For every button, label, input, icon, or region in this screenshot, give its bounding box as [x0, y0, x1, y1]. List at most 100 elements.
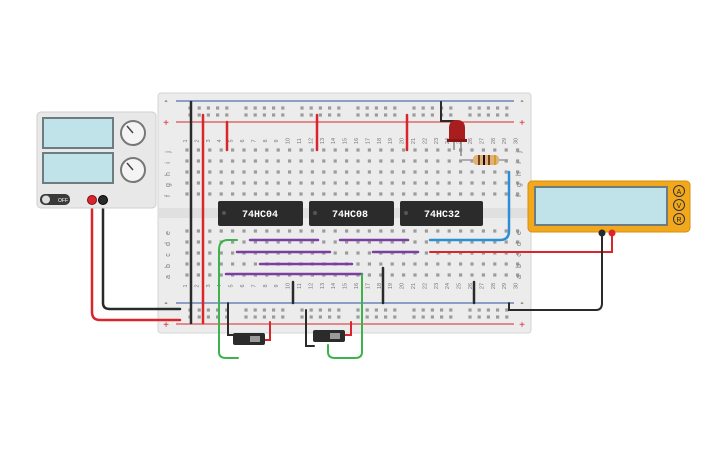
terminal-hole[interactable] — [459, 273, 463, 277]
rail-hole[interactable] — [253, 113, 257, 117]
terminal-hole[interactable] — [231, 148, 235, 152]
terminal-hole[interactable] — [493, 170, 497, 174]
terminal-hole[interactable] — [390, 273, 394, 277]
terminal-hole[interactable] — [242, 181, 246, 185]
rail-hole[interactable] — [486, 315, 490, 319]
terminal-hole[interactable] — [493, 273, 497, 277]
terminal-hole[interactable] — [481, 229, 485, 233]
rail-hole[interactable] — [421, 308, 425, 312]
terminal-hole[interactable] — [299, 148, 303, 152]
rail-hole[interactable] — [412, 113, 416, 117]
terminal-hole[interactable] — [447, 273, 451, 277]
rail-hole[interactable] — [486, 106, 490, 110]
terminal-hole[interactable] — [196, 273, 200, 277]
terminal-hole[interactable] — [345, 148, 349, 152]
terminal-hole[interactable] — [424, 273, 428, 277]
terminal-hole[interactable] — [208, 159, 212, 163]
terminal-hole[interactable] — [231, 159, 235, 163]
rail-hole[interactable] — [496, 315, 500, 319]
terminal-hole[interactable] — [322, 240, 326, 244]
rail-hole[interactable] — [477, 308, 481, 312]
terminal-hole[interactable] — [333, 170, 337, 174]
terminal-hole[interactable] — [390, 262, 394, 266]
terminal-hole[interactable] — [390, 192, 394, 196]
terminal-hole[interactable] — [196, 240, 200, 244]
terminal-hole[interactable] — [288, 192, 292, 196]
slide-switch-1[interactable] — [233, 333, 265, 345]
rail-hole[interactable] — [206, 106, 210, 110]
mode-button-v[interactable] — [673, 199, 685, 211]
slide-switch-2[interactable] — [313, 330, 345, 342]
terminal-hole[interactable] — [310, 170, 314, 174]
rail-hole[interactable] — [281, 315, 285, 319]
terminal-hole[interactable] — [436, 229, 440, 233]
terminal-hole[interactable] — [402, 170, 406, 174]
terminal-hole[interactable] — [470, 273, 474, 277]
rail-hole[interactable] — [300, 106, 304, 110]
terminal-hole[interactable] — [481, 170, 485, 174]
terminal-hole[interactable] — [231, 229, 235, 233]
rail-hole[interactable] — [262, 308, 266, 312]
rail-hole[interactable] — [374, 308, 378, 312]
probe-terminal-positive[interactable] — [608, 229, 616, 237]
rail-hole[interactable] — [337, 113, 341, 117]
terminal-hole[interactable] — [424, 240, 428, 244]
rail-hole[interactable] — [300, 308, 304, 312]
terminal-hole[interactable] — [402, 181, 406, 185]
terminal-hole[interactable] — [493, 262, 497, 266]
terminal-hole[interactable] — [390, 229, 394, 233]
terminal-hole[interactable] — [504, 273, 508, 277]
terminal-hole[interactable] — [447, 240, 451, 244]
terminal-hole[interactable] — [310, 181, 314, 185]
rail-hole[interactable] — [328, 113, 332, 117]
terminal-hole[interactable] — [322, 170, 326, 174]
rail-hole[interactable] — [318, 315, 322, 319]
terminal-hole[interactable] — [333, 159, 337, 163]
terminal-hole[interactable] — [288, 229, 292, 233]
terminal-hole[interactable] — [242, 148, 246, 152]
terminal-hole[interactable] — [459, 159, 463, 163]
rail-hole[interactable] — [197, 315, 201, 319]
rail-hole[interactable] — [412, 308, 416, 312]
terminal-hole[interactable] — [288, 240, 292, 244]
rail-hole[interactable] — [309, 308, 313, 312]
rail-hole[interactable] — [309, 113, 313, 117]
rail-hole[interactable] — [449, 113, 453, 117]
terminal-hole[interactable] — [459, 192, 463, 196]
rail-hole[interactable] — [225, 113, 229, 117]
wire-blue-output[interactable] — [428, 170, 511, 242]
terminal-hole[interactable] — [470, 229, 474, 233]
terminal-hole[interactable] — [390, 159, 394, 163]
terminal-hole[interactable] — [345, 229, 349, 233]
rail-hole[interactable] — [449, 308, 453, 312]
terminal-hole[interactable] — [516, 181, 520, 185]
terminal-hole[interactable] — [493, 192, 497, 196]
terminal-hole[interactable] — [253, 170, 257, 174]
terminal-hole[interactable] — [265, 192, 269, 196]
terminal-hole[interactable] — [265, 159, 269, 163]
rail-hole[interactable] — [421, 113, 425, 117]
rail-hole[interactable] — [393, 308, 397, 312]
rail-hole[interactable] — [216, 106, 220, 110]
rail-hole[interactable] — [365, 315, 369, 319]
rail-hole[interactable] — [272, 106, 276, 110]
terminal-hole[interactable] — [231, 262, 235, 266]
rail-hole[interactable] — [253, 315, 257, 319]
rail-hole[interactable] — [393, 113, 397, 117]
rail-hole[interactable] — [449, 315, 453, 319]
terminal-hole[interactable] — [276, 159, 280, 163]
terminal-hole[interactable] — [265, 181, 269, 185]
terminal-hole[interactable] — [196, 181, 200, 185]
rail-hole[interactable] — [244, 113, 248, 117]
terminal-hole[interactable] — [185, 229, 189, 233]
terminal-hole[interactable] — [345, 159, 349, 163]
rail-hole[interactable] — [337, 308, 341, 312]
terminal-hole[interactable] — [447, 148, 451, 152]
terminal-hole[interactable] — [424, 148, 428, 152]
rail-hole[interactable] — [262, 106, 266, 110]
terminal-hole[interactable] — [231, 192, 235, 196]
rail-hole[interactable] — [412, 106, 416, 110]
terminal-hole[interactable] — [379, 159, 383, 163]
terminal-hole[interactable] — [379, 170, 383, 174]
terminal-hole[interactable] — [219, 159, 223, 163]
